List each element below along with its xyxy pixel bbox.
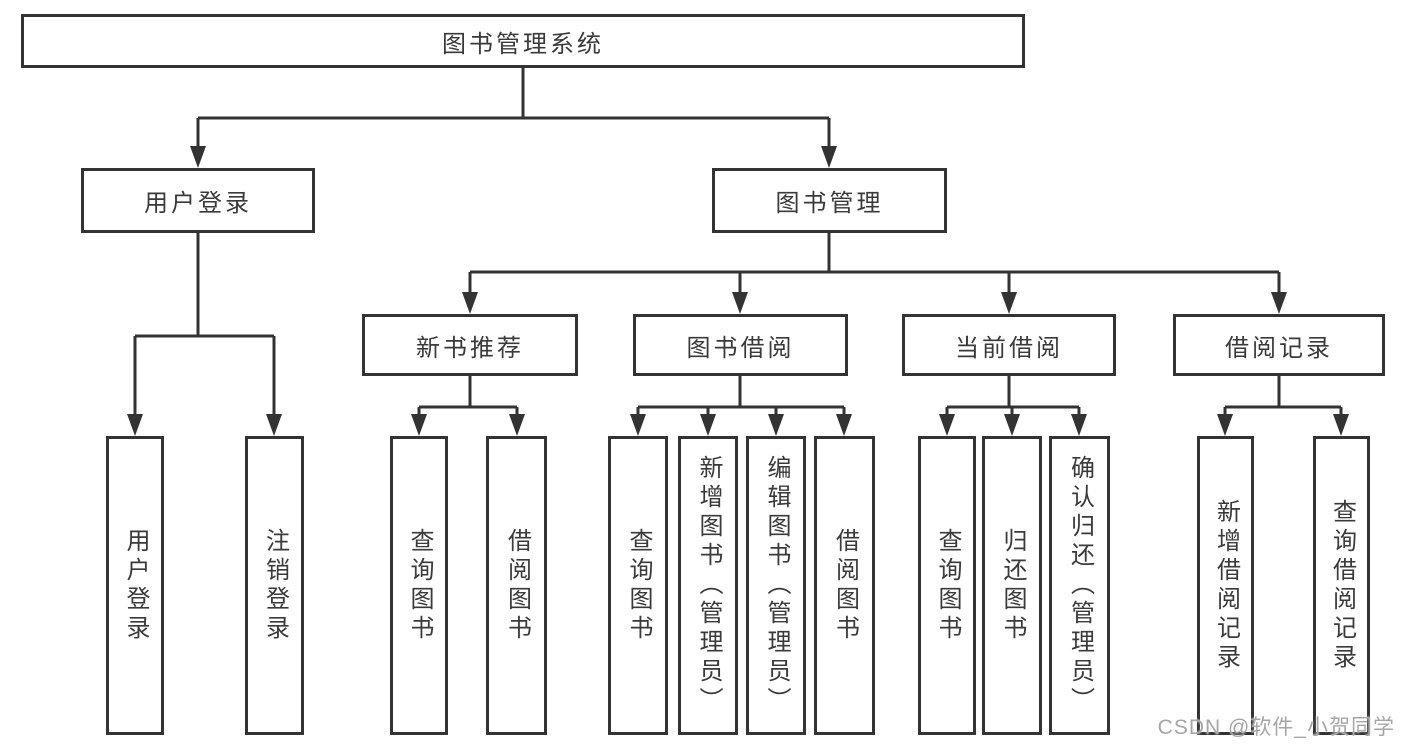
arrowhead (411, 414, 427, 436)
node-label: 用户登录 (144, 190, 252, 217)
arrowhead (266, 414, 282, 436)
leaf-label: 查询图书 (625, 527, 652, 644)
arrowhead (1071, 414, 1087, 436)
arrowhead (630, 414, 646, 436)
leaf-label: 编辑图书（管理员） (763, 455, 790, 716)
leaf-query-books-2: 查询图书 (608, 436, 668, 735)
arrowhead (836, 414, 852, 436)
leaf-user-login: 用户登录 (106, 436, 164, 735)
node-label: 图书管理系统 (442, 30, 604, 58)
arrowhead (732, 292, 748, 314)
arrowhead (1001, 292, 1017, 314)
arrowhead (509, 414, 525, 436)
arrowhead (768, 414, 784, 436)
leaf-label: 确认归还（管理员） (1066, 455, 1094, 716)
tree-edges (133, 68, 1343, 418)
leaf-label: 注销登录 (261, 527, 289, 644)
leaf-label: 查询图书 (934, 527, 961, 644)
leaf-borrow-books-2: 借阅图书 (814, 436, 875, 735)
leaf-label: 新增图书（管理员） (695, 455, 722, 716)
node-label: 借阅记录 (1225, 334, 1333, 362)
leaf-confirm-return-admin: 确认归还（管理员） (1049, 436, 1110, 735)
node-label: 新书推荐 (416, 334, 524, 362)
node-root-system: 图书管理系统 (21, 14, 1025, 68)
leaf-label: 归还图书 (999, 527, 1026, 644)
arrowhead (700, 414, 716, 436)
leaf-query-books-1: 查询图书 (390, 436, 448, 735)
arrowhead (1271, 292, 1287, 314)
arrowhead (190, 146, 206, 168)
leaf-borrow-books-1: 借阅图书 (486, 436, 547, 735)
arrowhead (1333, 414, 1349, 436)
arrowhead (821, 146, 837, 168)
leaf-label: 用户登录 (122, 527, 149, 644)
leaf-label: 新增借阅记录 (1212, 498, 1240, 673)
arrowhead (462, 292, 478, 314)
leaf-logout: 注销登录 (245, 436, 304, 735)
arrowheads (127, 146, 1349, 436)
leaf-label: 查询借阅记录 (1328, 498, 1356, 673)
node-user-login: 用户登录 (81, 168, 315, 233)
node-label: 当前借阅 (955, 334, 1063, 362)
node-borrow-records: 借阅记录 (1173, 314, 1385, 376)
node-label: 图书借阅 (686, 334, 795, 362)
leaf-query-borrow-record: 查询借阅记录 (1313, 436, 1370, 735)
node-book-management: 图书管理 (712, 168, 947, 233)
leaf-add-borrow-record: 新增借阅记录 (1197, 436, 1254, 735)
leaf-return-books: 归还图书 (982, 436, 1042, 735)
leaf-edit-books-admin: 编辑图书（管理员） (746, 436, 806, 735)
arrowhead (1217, 414, 1233, 436)
node-label: 图书管理 (775, 190, 884, 217)
leaf-label: 借阅图书 (503, 527, 531, 644)
node-book-borrow: 图书借阅 (633, 314, 848, 376)
leaf-label: 借阅图书 (831, 527, 859, 644)
node-current-borrow: 当前借阅 (902, 314, 1116, 376)
arrowhead (1004, 414, 1020, 436)
node-new-book-recommend: 新书推荐 (362, 314, 578, 376)
leaf-add-books-admin: 新增图书（管理员） (678, 436, 738, 735)
leaf-query-books-3: 查询图书 (918, 436, 976, 735)
arrowhead (127, 414, 143, 436)
watermark: CSDN @软件_小贺同学 (1157, 716, 1395, 739)
leaf-label: 查询图书 (406, 527, 433, 644)
arrowhead (939, 414, 955, 436)
